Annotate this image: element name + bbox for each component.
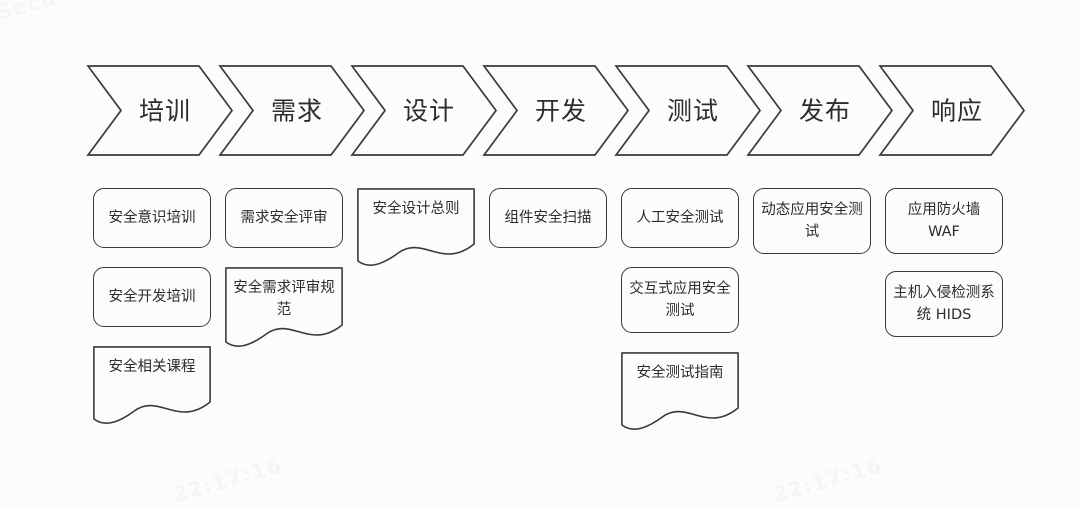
phase-label-7: 响应 [930,96,984,125]
card-column-4: 组件安全扫描 [489,188,607,248]
phase-label-5: 测试 [666,96,720,125]
deliverable-card[interactable]: 安全意识培训 [93,188,211,248]
card-column-5: 人工安全测试交互式应用安全测试安全测试指南 [621,188,739,434]
phase-chevron-3[interactable] [350,65,498,156]
deliverable-card-label: 人工安全测试 [636,209,724,226]
deliverable-card-label: 安全测试指南 [636,365,724,381]
phase-chevron-1[interactable] [86,65,234,156]
deliverable-card[interactable]: 安全开发培训 [93,267,211,327]
phase-label-3: 设计 [402,96,456,125]
deliverable-card-label: 主机入侵检测系统 HIDS [893,284,995,323]
phase-chevron-7[interactable] [878,65,1026,156]
deliverable-card-label: 交互式应用安全测试 [629,280,731,319]
phase-label-2: 需求 [270,96,324,125]
card-column-3: 安全设计总则 [357,188,475,270]
deliverable-card-label: 安全意识培训 [108,209,196,226]
deliverable-card[interactable]: 安全测试指南 [621,352,739,434]
phase-label-1: 培训 [138,96,192,125]
deliverable-card[interactable]: 应用防火墙 WAF [885,188,1003,254]
deliverable-card-label: 需求安全评审 [240,209,328,226]
deliverable-card[interactable]: 安全相关课程 [93,346,211,428]
phase-chevron-6[interactable] [746,65,894,156]
deliverable-card[interactable]: 主机入侵检测系统 HIDS [885,271,1003,337]
deliverable-card-label: 安全开发培训 [108,288,196,305]
phase-label-4: 开发 [534,96,588,125]
deliverable-card[interactable]: 需求安全评审 [225,188,343,248]
deliverable-card-label: 动态应用安全测试 [761,201,863,240]
deliverable-card-label: 安全需求评审规范 [233,280,335,319]
deliverable-card[interactable]: 组件安全扫描 [489,188,607,248]
deliverable-card-label: 安全相关课程 [108,359,196,375]
card-column-6: 动态应用安全测试 [753,188,871,254]
phase-chevron-2[interactable] [218,65,366,156]
phase-chevron-4[interactable] [482,65,630,156]
deliverable-card[interactable]: 动态应用安全测试 [753,188,871,254]
deliverable-card-label: 组件安全扫描 [504,209,592,226]
card-column-7: 应用防火墙 WAF 主机入侵检测系统 HIDS [885,188,1003,337]
card-column-1: 安全意识培训安全开发培训安全相关课程 [93,188,211,428]
deliverable-card[interactable]: 交互式应用安全测试 [621,267,739,333]
deliverable-card[interactable]: 安全设计总则 [357,188,475,270]
phase-label-6: 发布 [798,96,852,125]
deliverable-card-label: 安全设计总则 [372,201,460,217]
deliverable-card[interactable]: 安全需求评审规范 [225,267,343,351]
card-column-2: 需求安全评审安全需求评审规范 [225,188,343,351]
deliverable-card-label: 应用防火墙 WAF [907,201,981,240]
phase-chevron-5[interactable] [614,65,762,156]
deliverable-card[interactable]: 人工安全测试 [621,188,739,248]
